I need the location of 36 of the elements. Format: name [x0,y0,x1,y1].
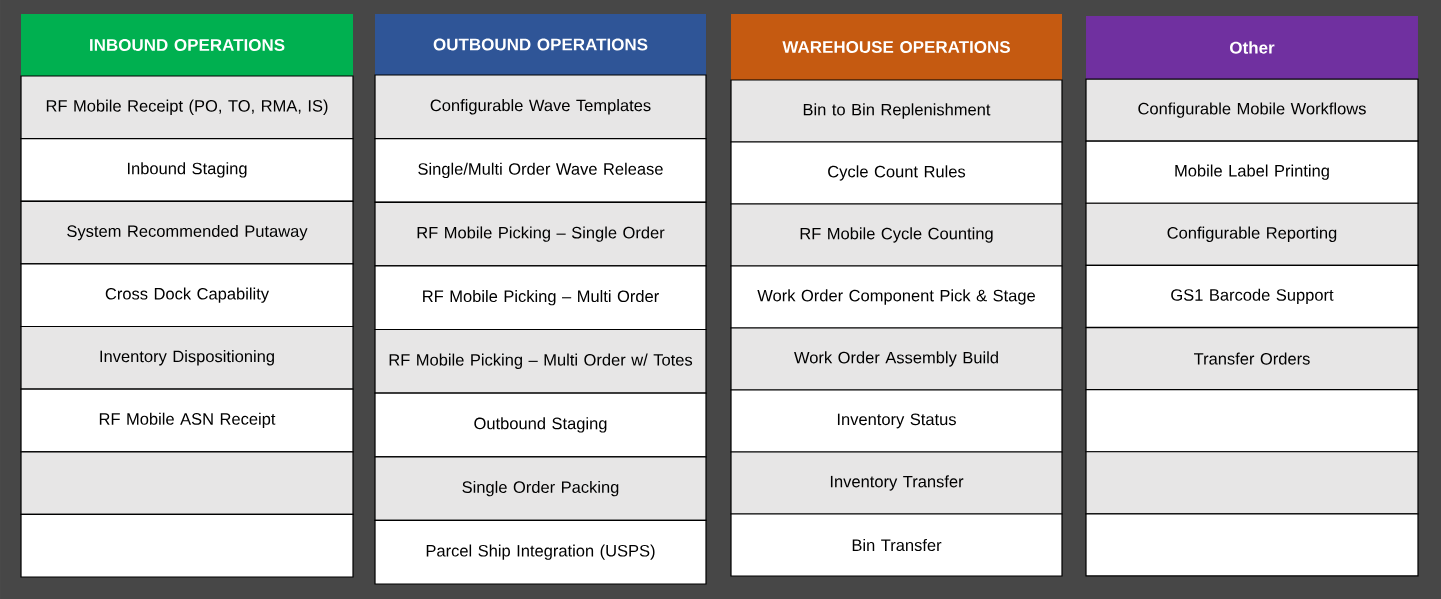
table-cell: Outbound Staging [374,392,707,458]
table-cell: RF Mobile Picking – Single Order [374,201,707,267]
table-cell: RF Mobile Cycle Counting [730,203,1063,267]
table-cell: System Recommended Putaway [20,200,354,265]
header-band: Other [1086,16,1418,79]
table-cell: Bin to Bin Replenishment [730,79,1063,143]
table-cell: Work Order Assembly Build [730,327,1063,391]
table-cell [1085,513,1419,577]
table-cell: Configurable Mobile Workflows [1085,78,1419,142]
table-cell: Inventory Transfer [730,451,1063,515]
table-cell [20,513,354,578]
table-cell: RF Mobile Picking – Multi Order [374,265,707,331]
table-cell: Inventory Dispositioning [20,325,354,390]
table-cell: Inbound Staging [20,138,354,202]
header-band: WAREHOUSE OPERATIONS [731,14,1062,80]
table-cell: RF Mobile ASN Receipt [20,388,354,453]
table-cell: Inventory Status [730,389,1063,453]
table-cell: Single Order Packing [374,456,707,521]
header-band: INBOUND OPERATIONS [21,14,353,76]
header-band: OUTBOUND OPERATIONS [375,14,706,75]
table-cell: Transfer Orders [1085,326,1419,391]
table-cell: Mobile Label Printing [1085,140,1419,204]
table-cell: GS1 Barcode Support [1085,264,1419,329]
table-cell: RF Mobile Receipt (PO, TO, RMA, IS) [20,75,354,140]
table-cell [20,451,354,515]
table-cell: Configurable Wave Templates [374,74,707,140]
table-cell: RF Mobile Picking – Multi Order w/ Totes [374,328,707,394]
table-cell: Configurable Reporting [1085,202,1419,266]
table-cell: Work Order Component Pick & Stage [730,265,1063,329]
table-cell: Cross Dock Capability [20,263,354,328]
table-cell: Single/Multi Order Wave Release [374,138,707,203]
table-cell: Cycle Count Rules [730,141,1063,205]
table-cell: Parcel Ship Integration (USPS) [374,519,707,585]
table-cell [1085,389,1419,453]
table-cell [1085,451,1419,515]
table-cell: Bin Transfer [730,513,1063,577]
